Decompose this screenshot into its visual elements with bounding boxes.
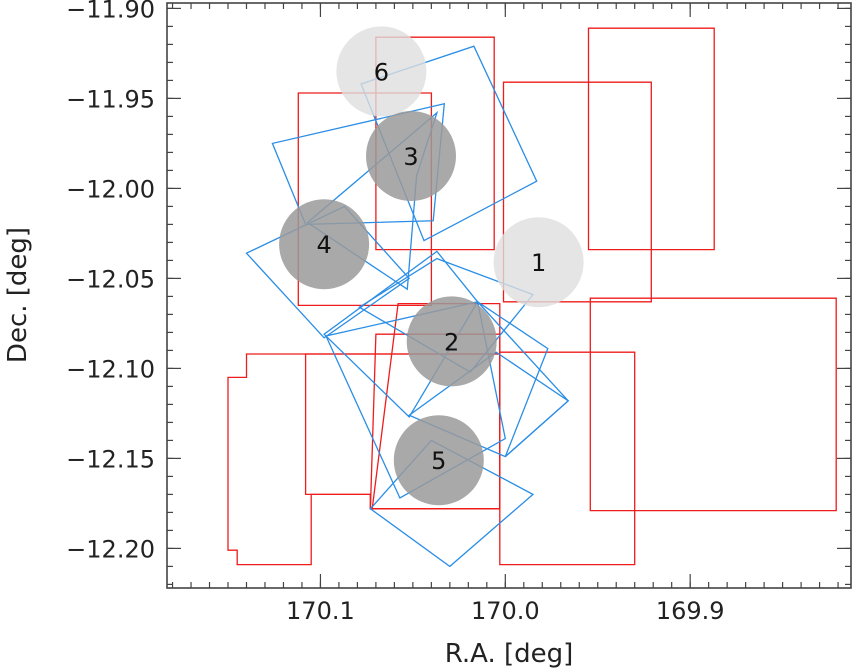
y-tick-label: −12.15 (66, 445, 155, 473)
source-circle-1 (493, 217, 584, 308)
source-label-1: 1 (531, 249, 546, 277)
y-tick-label: −12.05 (66, 265, 155, 293)
x-tick-label: 169.9 (656, 597, 725, 625)
y-tick-label: −12.10 (66, 355, 155, 383)
blue-field-4 (245, 205, 411, 339)
blue-field-9 (325, 301, 507, 499)
y-tick-label: −12.20 (66, 535, 155, 563)
x-tick-label: 170.0 (471, 597, 540, 625)
y-tick-label: −11.90 (66, 0, 155, 23)
y-tick-label: −11.95 (66, 85, 155, 113)
source-circle-2 (406, 296, 497, 387)
y-axis-title: Dec. [deg] (3, 227, 33, 363)
red-field-4 (587, 27, 715, 251)
source-circle-4 (279, 199, 370, 290)
source-label-6: 6 (374, 58, 389, 86)
red-field-8 (227, 353, 501, 566)
source-circle-6 (336, 26, 427, 117)
source-label-4: 4 (316, 231, 331, 259)
source-label-5: 5 (431, 447, 446, 475)
source-circle-3 (366, 111, 456, 201)
source-circle-5 (393, 415, 484, 506)
red-field-10 (589, 297, 837, 512)
x-axis-title: R.A. [deg] (445, 639, 574, 669)
axis-ticks (167, 3, 851, 588)
blue-field-10 (369, 439, 535, 568)
plot-frame (166, 2, 852, 589)
axis-tick-labels: 170.1 170.0 169.9 −11.90 −11.95 −12.00 −12.05 −… (66, 0, 724, 625)
red-field-3 (502, 81, 652, 303)
blue-field-5 (323, 250, 479, 419)
y-tick-label: −12.00 (66, 175, 155, 203)
x-tick-label: 170.1 (286, 597, 355, 625)
sources: 1 2 3 4 5 6 (279, 26, 584, 506)
blue-field-8 (407, 351, 570, 458)
source-label-3: 3 (403, 143, 418, 171)
source-label-2: 2 (444, 328, 459, 356)
